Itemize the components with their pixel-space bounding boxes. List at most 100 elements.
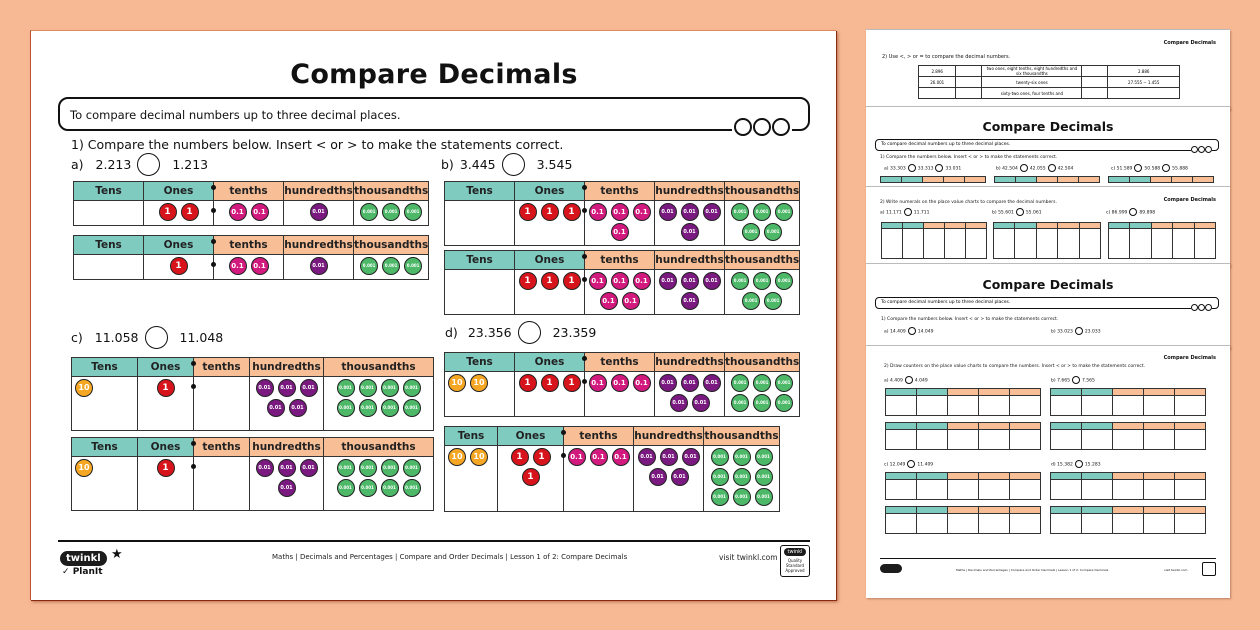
star-icon: ★ (111, 547, 123, 562)
counter-thousandths-icon: 0.001 (764, 292, 783, 310)
cell-ones[interactable]: 1 (137, 456, 194, 511)
counter-hundredths-icon: 0.01 (648, 468, 667, 486)
check-leaf-icon: ✓ (62, 567, 70, 577)
column-header-thousandths: thousandths (323, 357, 434, 377)
counter-hundredths-icon: 0.01 (309, 203, 328, 221)
column-header-ones: Ones (143, 235, 214, 255)
cell-tenths[interactable] (191, 376, 250, 431)
thumb-objective: To compare decimal numbers up to three d… (875, 139, 1219, 151)
thumbnail-page-1-version-3[interactable]: Compare Decimals To compare decimal numb… (866, 264, 1230, 349)
cell-ones[interactable]: 1 (137, 376, 194, 431)
thumbnail-page-2-top[interactable]: Compare Decimals 2) Use <, > or = to com… (866, 30, 1230, 110)
page-corner-title: Compare Decimals (1163, 355, 1216, 361)
question-label: a) (71, 157, 84, 172)
page-corner-title: Compare Decimals (1163, 197, 1216, 203)
counter-hundredths-icon: 0.01 (658, 272, 677, 290)
counter-tenths-icon: 0.1 (610, 272, 629, 290)
counter-tenths-icon: 0.1 (610, 203, 629, 221)
cell-tens[interactable] (73, 200, 144, 226)
cell-tens[interactable] (444, 269, 515, 315)
counter-ones-icon: 1 (562, 374, 581, 392)
counter-tenths-icon: 0.1 (250, 257, 269, 275)
answer-circle[interactable] (501, 153, 525, 176)
footer-divider (880, 558, 1216, 559)
visit-link[interactable]: visit twinkl.com (719, 553, 778, 562)
column-header-thousandths: thousandths (703, 426, 780, 446)
counter-tenths-icon: 0.1 (589, 448, 608, 466)
bead-icon (734, 118, 752, 136)
counter-tenths-icon: 0.1 (588, 203, 607, 221)
counter-thousandths-icon: 0.001 (402, 479, 421, 497)
cell-tens[interactable] (73, 254, 144, 280)
cell-tenths[interactable] (191, 456, 250, 511)
cell-tens[interactable]: 10 (71, 456, 138, 511)
column-header-ones: Ones (514, 181, 585, 201)
counter-tenths-icon: 0.1 (250, 203, 269, 221)
thumb-place-value-chart (1050, 472, 1206, 500)
counter-tens-icon: 10 (448, 448, 466, 466)
column-header-tenths: tenths (561, 426, 634, 446)
cell-tens[interactable]: 10 (71, 376, 138, 431)
cell-tens[interactable] (444, 200, 515, 246)
cell-hundredths[interactable]: 0.01 (283, 254, 354, 280)
thumb-place-value-chart (1050, 388, 1206, 416)
answer-circle[interactable] (137, 153, 161, 176)
question-label: c) (71, 330, 83, 345)
counter-hundredths-icon: 0.01 (255, 379, 274, 397)
column-header-tens: Tens (444, 181, 515, 201)
counter-thousandths-icon: 0.001 (731, 394, 750, 412)
counter-ones-icon: 1 (518, 203, 537, 221)
counter-hundredths-icon: 0.01 (670, 468, 689, 486)
counter-tens-icon: 10 (75, 379, 93, 397)
thumbnail-page-2-version-2[interactable]: Compare Decimals 2) Write numerals on th… (866, 187, 1230, 267)
column-header-thousandths: thousandths (323, 437, 434, 457)
counter-thousandths-icon: 0.001 (764, 223, 783, 241)
counter-thousandths-icon: 0.001 (732, 468, 751, 486)
counter-tenths-icon: 0.1 (610, 374, 629, 392)
counter-tens-icon: 10 (470, 448, 488, 466)
cell-hundredths[interactable]: 0.01 (283, 200, 354, 226)
bead-decoration (1191, 146, 1212, 153)
counter-thousandths-icon: 0.001 (731, 272, 750, 290)
counter-thousandths-icon: 0.001 (336, 459, 355, 477)
counter-thousandths-icon: 0.001 (775, 394, 794, 412)
answer-circle[interactable] (517, 321, 541, 344)
thumbnail-page-1-version-2[interactable]: Compare Decimals To compare decimal numb… (866, 107, 1230, 187)
counter-tens-icon: 10 (75, 459, 93, 477)
counter-hundredths-icon: 0.01 (288, 399, 307, 417)
cell-ones[interactable]: 1 (143, 254, 214, 280)
counter-ones-icon: 1 (510, 448, 529, 466)
answer-circle[interactable] (144, 326, 168, 349)
thumbnail-page-2-version-3[interactable]: Compare Decimals 2) Draw counters on the… (866, 346, 1230, 598)
thumb-title: Compare Decimals (982, 119, 1114, 134)
